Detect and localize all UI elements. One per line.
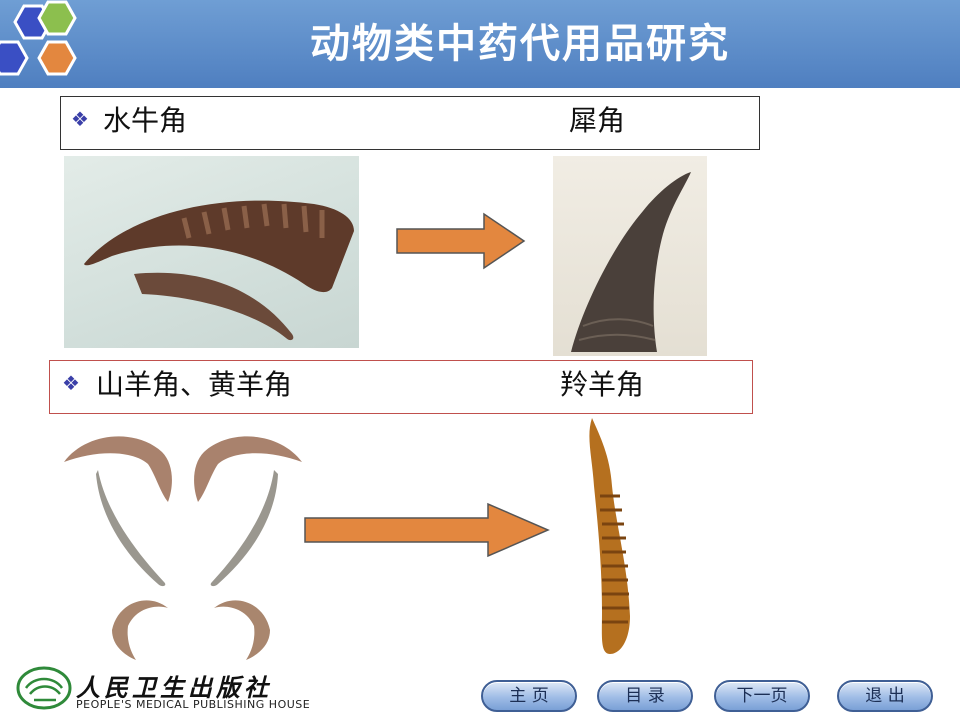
page-title: 动物类中药代用品研究	[310, 21, 730, 67]
title-bar	[0, 0, 960, 88]
rhino-horn-image	[553, 156, 707, 356]
label-goat-horn: 山羊角、黄羊角	[96, 368, 293, 401]
home-button[interactable]: 主 页	[481, 680, 577, 712]
hexagon-decoration	[0, 0, 77, 76]
antelope-horn-image	[589, 418, 630, 654]
label-box-row2: ❖ 山羊角、黄羊角 羚羊角	[49, 360, 753, 414]
label-box-row1: ❖ 水牛角 犀角	[60, 96, 760, 150]
buffalo-horn-image	[64, 156, 359, 348]
contents-button[interactable]: 目 录	[597, 680, 693, 712]
diamond-bullet-icon: ❖	[71, 107, 89, 131]
label-antelope-horn: 羚羊角	[560, 368, 645, 401]
exit-button[interactable]: 退 出	[837, 680, 933, 712]
publisher-name-en: PEOPLE'S MEDICAL PUBLISHING HOUSE	[76, 698, 311, 711]
next-page-button[interactable]: 下一页	[714, 680, 810, 712]
publisher-name-cn: 人民卫生出版社	[76, 673, 272, 702]
arrow-icon	[304, 502, 550, 558]
diamond-bullet-icon: ❖	[62, 371, 80, 395]
label-buffalo-horn: 水牛角	[103, 104, 188, 137]
arrow-icon	[396, 212, 526, 270]
publisher-logo-icon	[16, 666, 72, 710]
goat-horns-image	[64, 436, 302, 660]
label-rhino-horn: 犀角	[569, 104, 626, 137]
